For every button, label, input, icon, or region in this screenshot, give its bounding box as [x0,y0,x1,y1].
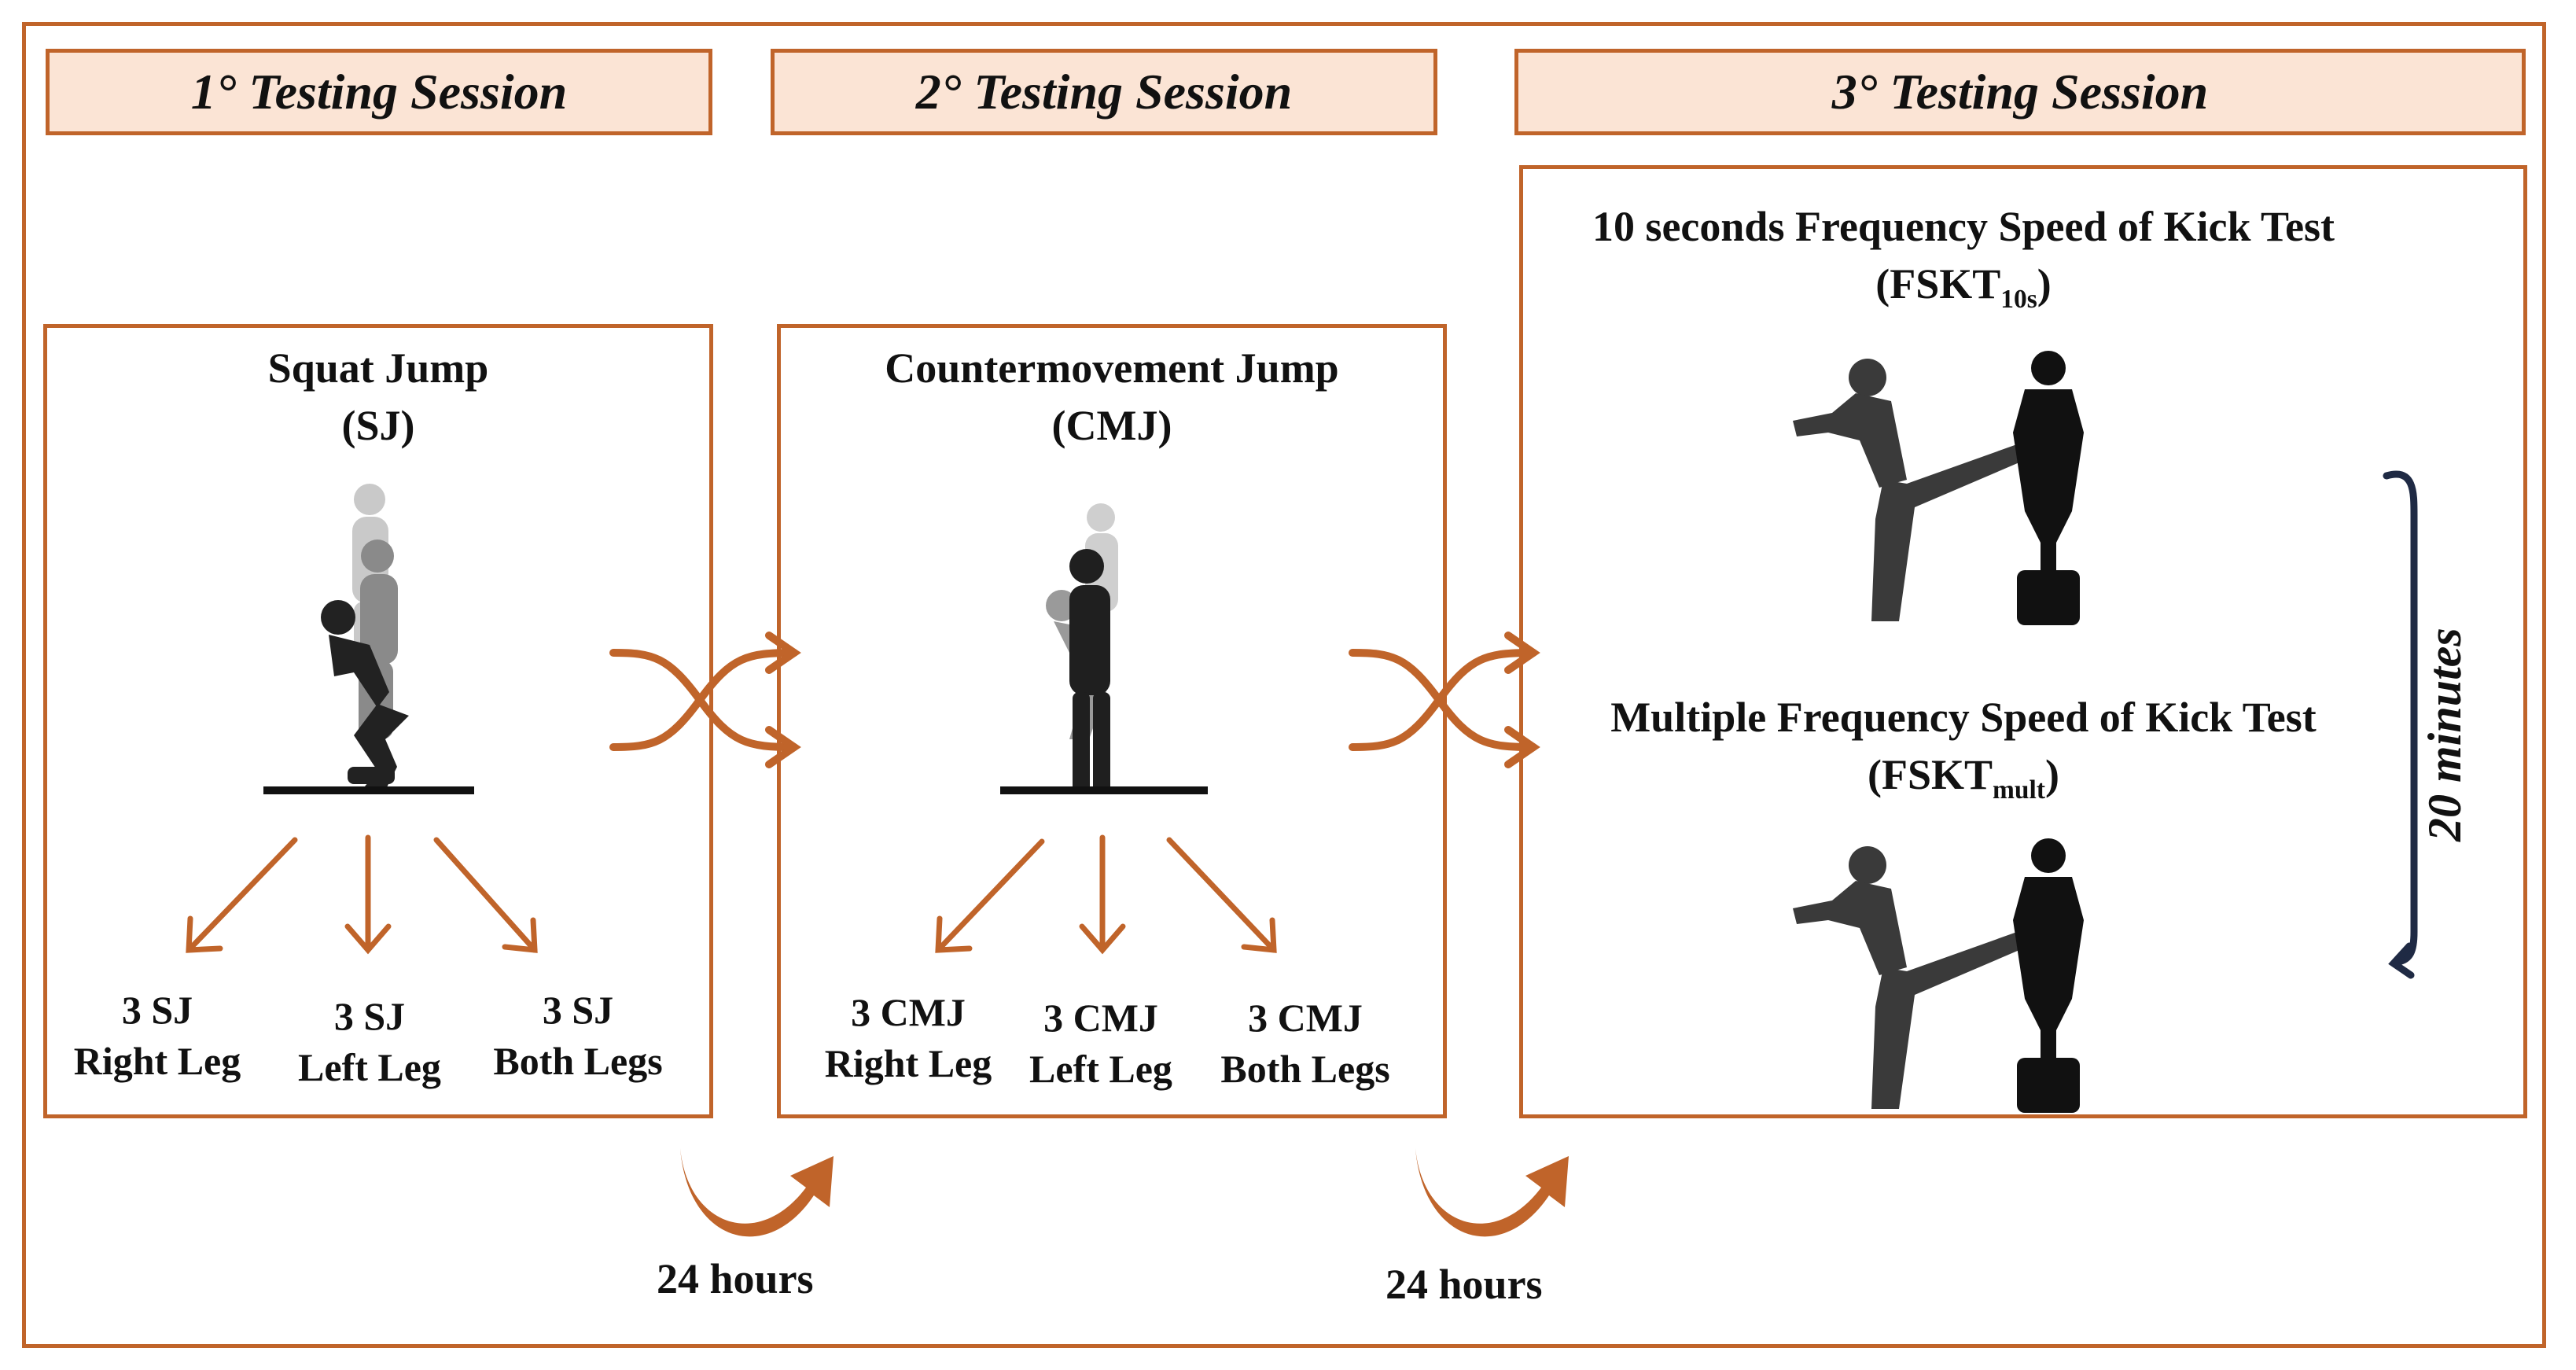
kick-silhouette [1793,838,2084,1113]
jump-phase-squat [321,600,409,790]
session-2-header: 2° Testing Session [771,49,1437,135]
shuffle-arrow-icon [609,632,801,768]
abbr-base: (FSKT [1875,260,2001,308]
sj-both-legs: 3 SJ Both Legs [464,985,692,1087]
outcome-leg: Both Legs [1220,1047,1390,1091]
arrow-both-legs [1166,837,1277,953]
arrow-both-legs [433,837,538,953]
fskt-10s-title: 10 seconds Frequency Speed of Kick Test … [1519,198,2408,317]
sj-right-leg: 3 SJ Right Leg [47,985,267,1087]
abbr-close: ) [2044,750,2059,798]
outcome-leg: Left Leg [1029,1047,1172,1091]
fskt-mult-title: Multiple Frequency Speed of Kick Test (F… [1519,689,2408,808]
abbr-sub: mult [1993,775,2045,805]
ground-line [263,786,474,794]
test-abbreviation: (FSKTmult) [1519,746,2408,808]
abbr-close: ) [2037,260,2052,308]
test-abbreviation: (SJ) [341,401,415,449]
cmj-right-leg: 3 CMJ Right Leg [798,987,1018,1089]
outcome-count: 3 CMJ [1043,996,1158,1040]
shuffle-arrow-icon [1349,632,1540,768]
cmj-both-legs: 3 CMJ Both Legs [1187,993,1423,1095]
interval-label: 20 minutes [2419,628,2471,842]
transition-2-label: 24 hours [1386,1261,1543,1308]
session-3-header: 3° Testing Session [1514,49,2526,135]
session-2-panel [777,324,1447,1118]
arrow-right-leg [935,838,1045,953]
curved-arrow-icon [1415,1148,1569,1237]
transition-1-label: 24 hours [657,1255,814,1302]
outcome-leg: Both Legs [493,1039,663,1083]
sj-left-leg: 3 SJ Left Leg [259,991,480,1093]
outcome-leg: Right Leg [73,1039,241,1083]
outcome-count: 3 SJ [333,994,406,1038]
curved-arrow-icon [680,1148,834,1237]
punching-dummy-icon [2013,351,2084,625]
outcome-leg: Left Leg [298,1045,441,1089]
punching-dummy-icon [2013,838,2084,1113]
abbr-sub: 10s [2000,284,2037,314]
outcome-count: 3 SJ [542,988,614,1032]
arrow-right-leg [186,837,298,953]
session-1-header: 1° Testing Session [46,49,712,135]
ground-line [1000,786,1208,794]
kick-silhouette [1793,351,2084,625]
bracket-arrow-icon [2383,470,2418,979]
outcome-count: 3 CMJ [851,990,966,1034]
cmj-phase-stand [1069,549,1110,794]
outcome-count: 3 SJ [121,988,193,1032]
outcome-leg: Right Leg [824,1041,992,1085]
test-name: 10 seconds Frequency Speed of Kick Test [1592,203,2335,250]
cmj-title: Countermovement Jump (CMJ) [777,340,1447,455]
test-name: Countermovement Jump [885,344,1339,392]
outcome-count: 3 CMJ [1248,996,1363,1040]
countermovement-jump-silhouette [1046,503,1118,794]
abbr-base: (FSKT [1868,750,1993,798]
test-name: Multiple Frequency Speed of Kick Test [1610,694,2317,741]
test-name: Squat Jump [267,344,489,392]
test-abbreviation: (CMJ) [1051,401,1172,449]
cmj-left-leg: 3 CMJ Left Leg [991,993,1211,1095]
squat-jump-silhouette [321,484,409,790]
squat-jump-title: Squat Jump (SJ) [43,340,713,455]
outer-frame [22,22,2546,1348]
test-abbreviation: (FSKT10s) [1519,256,2408,317]
